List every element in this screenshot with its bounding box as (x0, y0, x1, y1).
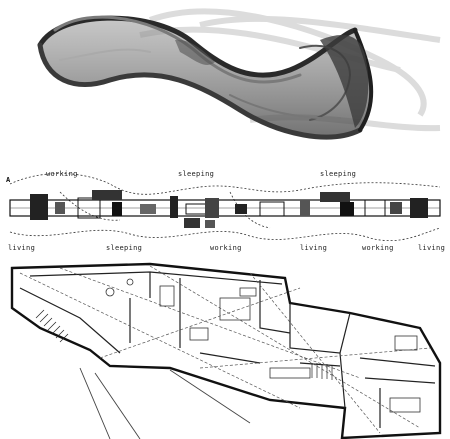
band-surface (40, 18, 372, 138)
mobius-band-svg (37, 8, 441, 140)
plan-inner-walls (19, 271, 436, 428)
mobius-band-rendering (0, 0, 450, 150)
label-working-bottom-1: working (210, 244, 242, 252)
band-edges (37, 15, 374, 140)
label-living-2: living (300, 244, 327, 252)
section-svg: A working sleeping sleeping (6, 170, 445, 252)
plan-site-lines (79, 367, 251, 439)
label-living-1: living (8, 244, 35, 252)
circulation-paths (9, 173, 441, 242)
label-working-bottom-2: working (362, 244, 394, 252)
section-marker: A (6, 176, 11, 184)
plan-stairs (35, 309, 333, 380)
band-twist (320, 35, 369, 128)
label-sleeping-top-2: sleeping (320, 170, 356, 178)
label-sleeping-top-1: sleeping (178, 170, 214, 178)
band-fold (175, 39, 215, 65)
label-living-3: living (418, 244, 445, 252)
plan-walls (10, 262, 442, 439)
plan-dashed-lines (19, 265, 431, 434)
building-section: A working sleeping sleeping (0, 162, 450, 258)
floor-plan-svg (10, 262, 442, 439)
section-building (9, 190, 441, 228)
plan-furniture (105, 278, 421, 413)
label-working-top: working (46, 170, 78, 178)
floor-plan (0, 258, 450, 439)
label-sleeping-bottom: sleeping (106, 244, 142, 252)
